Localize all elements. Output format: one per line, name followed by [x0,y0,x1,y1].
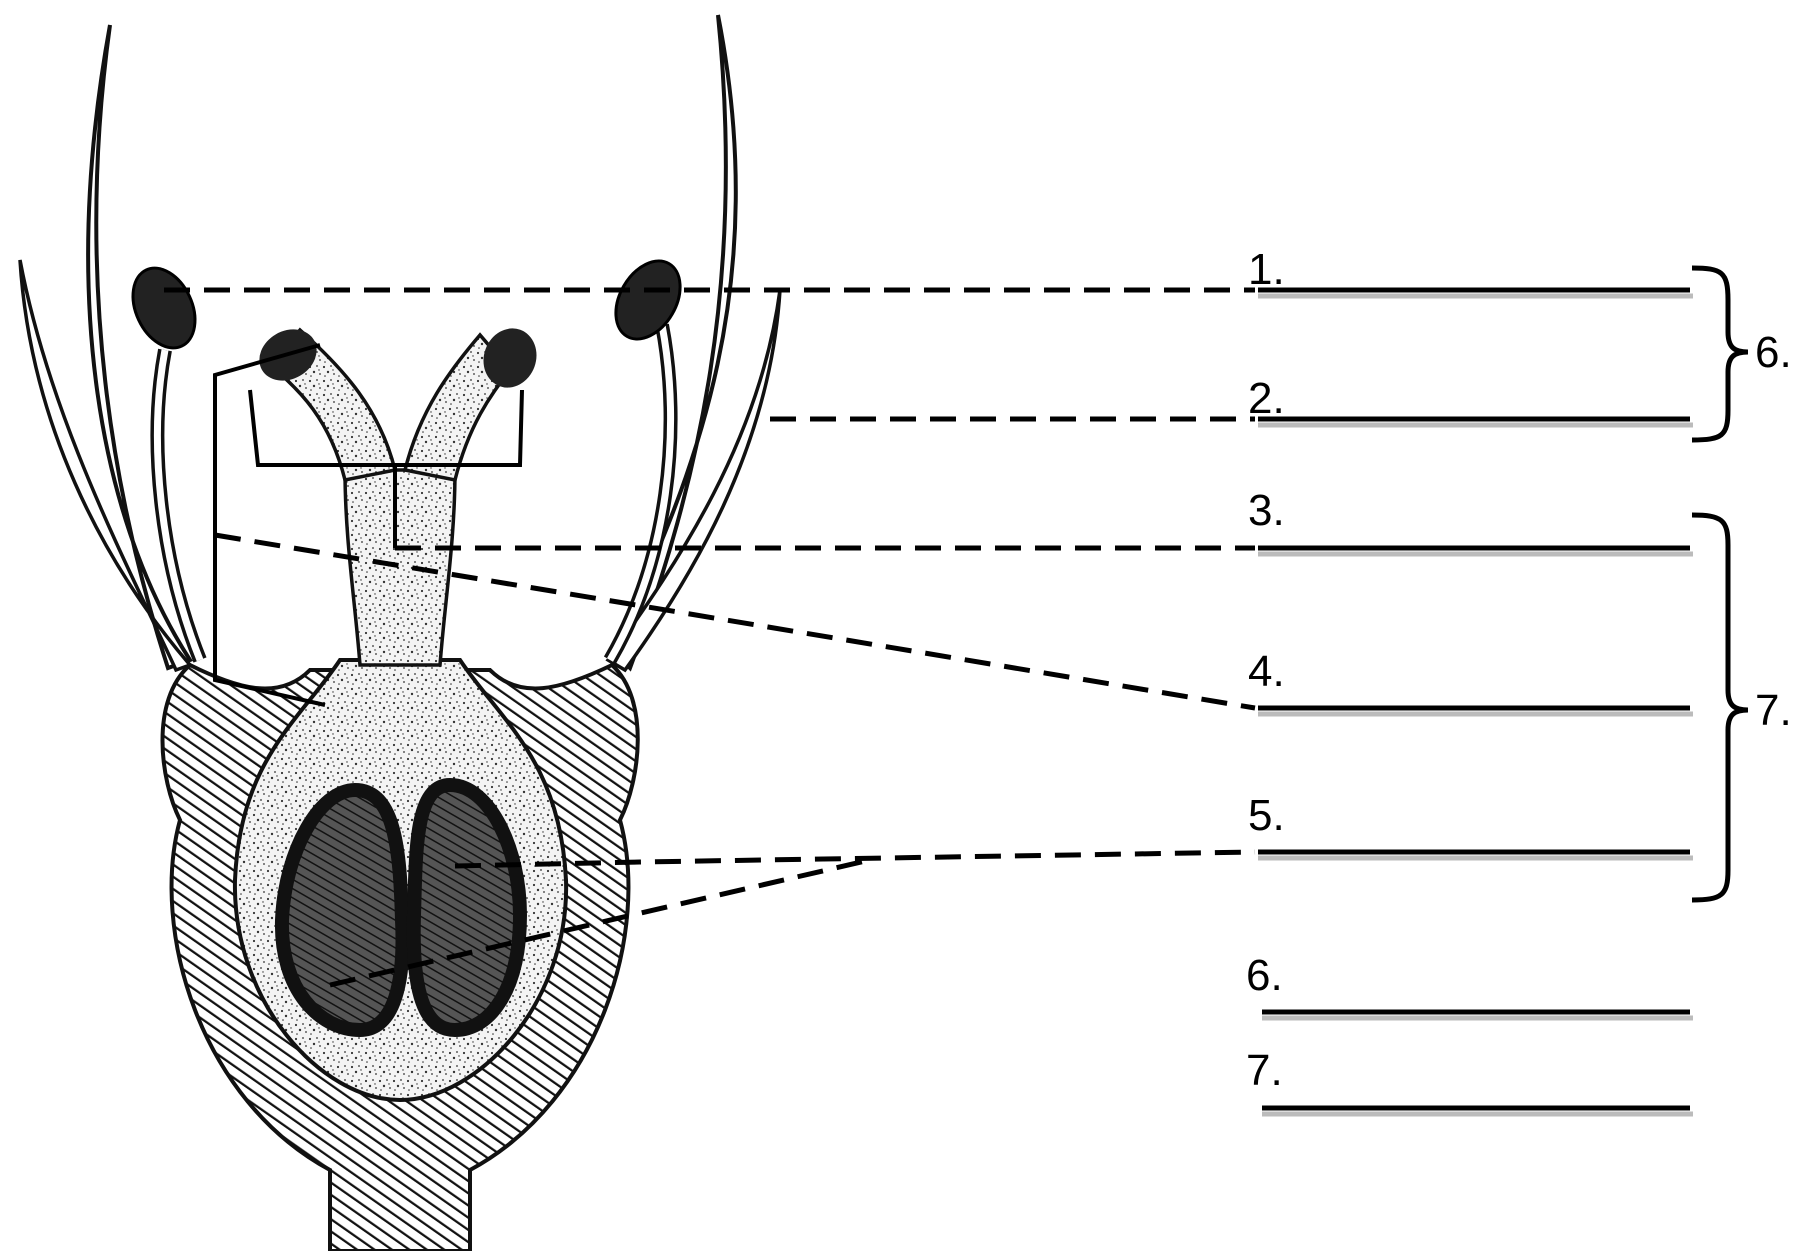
blank-1[interactable]: 1. [1248,245,1693,296]
blank-3[interactable]: 3. [1248,486,1693,554]
blank-7[interactable]: 7. [1246,1046,1693,1114]
group-label-7: 7. [1755,686,1792,735]
ovule-right [414,785,520,1030]
blank-number-6: 6. [1246,951,1283,1000]
group-label-6: 6. [1755,328,1792,377]
blank-5[interactable]: 5. [1248,791,1693,858]
answer-blanks: 1. 2. 3. 4. 5. 6. 7. [1246,245,1693,1114]
blank-number-1: 1. [1248,245,1285,294]
flower-illustration [20,15,780,1251]
blank-4[interactable]: 4. [1248,647,1693,714]
blank-number-2: 2. [1248,374,1285,423]
blank-2[interactable]: 2. [1248,374,1693,425]
brace-group-7 [1692,515,1748,900]
ovule-left [282,790,403,1030]
blank-number-3: 3. [1248,486,1285,535]
blank-number-4: 4. [1248,647,1285,696]
anther-left [121,258,207,358]
brace-group-6 [1692,268,1748,440]
blank-6[interactable]: 6. [1246,951,1693,1018]
anther-right [603,250,693,351]
style [345,470,455,665]
group-braces [1692,268,1748,900]
blank-number-5: 5. [1248,791,1285,840]
blank-number-7: 7. [1246,1046,1283,1095]
